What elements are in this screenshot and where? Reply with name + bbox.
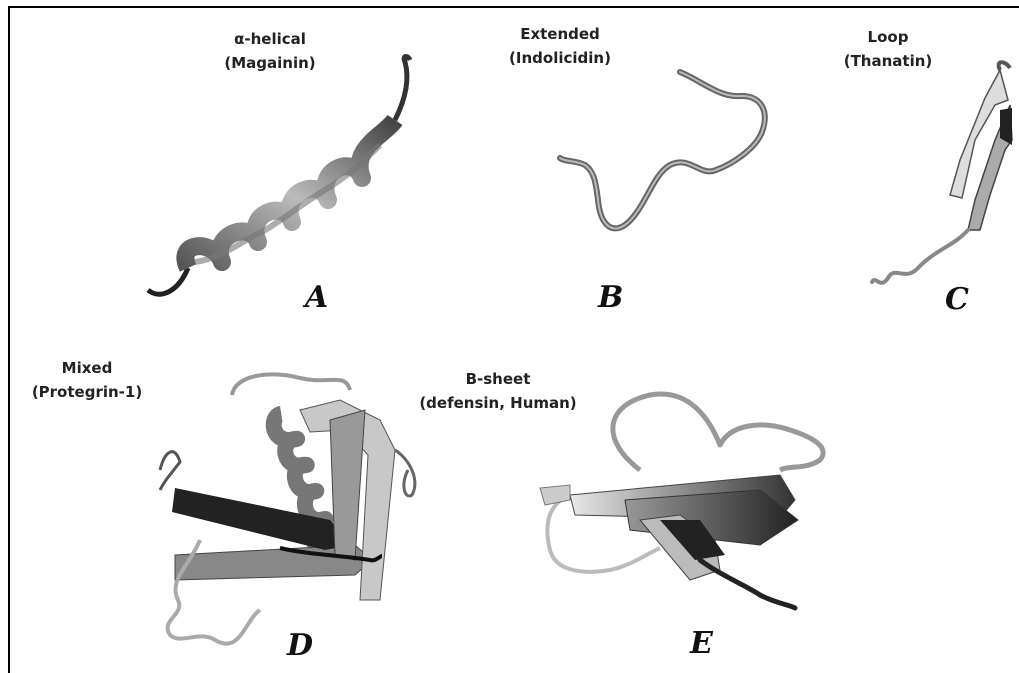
panel-c-caption: Loop (Thanatin) — [838, 25, 938, 73]
panel-d-example: (Protegrin-1) — [12, 380, 162, 404]
loop-structure — [872, 62, 1012, 283]
panel-c-example: (Thanatin) — [838, 49, 938, 73]
extended-structure — [560, 72, 765, 228]
panel-a-caption: α-helical (Magainin) — [210, 27, 330, 75]
panel-d-name: Mixed — [12, 356, 162, 380]
panel-a-example: (Magainin) — [210, 51, 330, 75]
panel-c-name: Loop — [838, 25, 938, 49]
panel-e-name: B-sheet — [398, 367, 598, 391]
panel-a-letter: A — [305, 280, 328, 315]
panel-c-letter: C — [945, 282, 969, 317]
panel-b-name: Extended — [485, 22, 635, 46]
panel-d-letter: D — [287, 628, 313, 663]
panel-b-example: (Indolicidin) — [485, 46, 635, 70]
panel-e-caption: B-sheet (defensin, Human) — [398, 367, 598, 415]
panel-b-caption: Extended (Indolicidin) — [485, 22, 635, 70]
alpha-helix-structure — [148, 56, 410, 294]
panel-a-name: α-helical — [210, 27, 330, 51]
panel-d-caption: Mixed (Protegrin-1) — [12, 356, 162, 404]
panel-b-letter: B — [598, 280, 623, 315]
panel-e-letter: E — [690, 626, 713, 661]
beta-sheet-structure — [540, 394, 823, 608]
mixed-structure — [160, 374, 415, 643]
panel-e-example: (defensin, Human) — [398, 391, 598, 415]
